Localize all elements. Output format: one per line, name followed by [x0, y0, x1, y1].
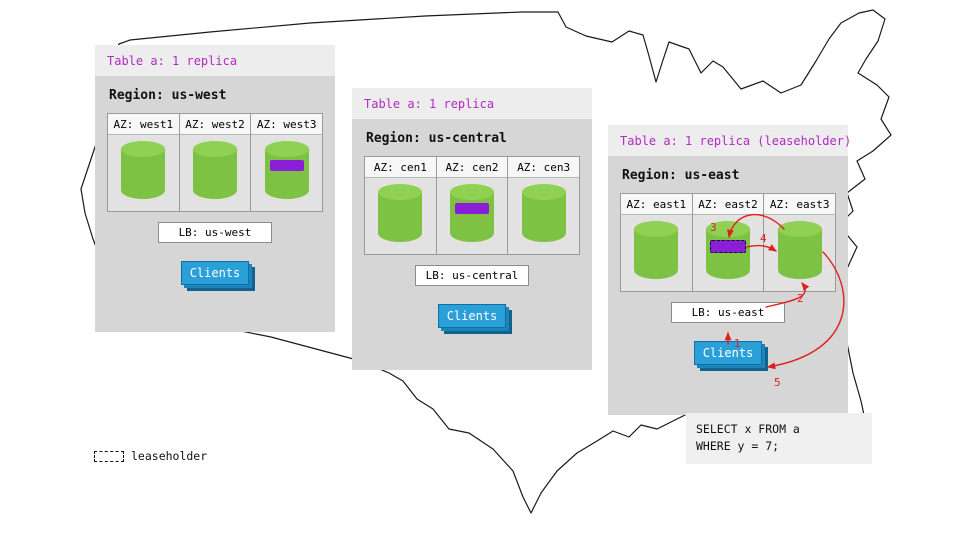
database-cylinder: [521, 184, 566, 242]
az-column: AZ: west3: [250, 114, 323, 211]
database-cylinder: [450, 184, 494, 242]
cylinder-area: [764, 215, 836, 291]
az-column: AZ: east1: [621, 194, 692, 291]
table-replica-label: Table a: 1 replica: [95, 45, 335, 76]
az-label: AZ: west2: [179, 114, 251, 135]
cylinder-area: [251, 135, 323, 211]
clients-button: Clients: [438, 304, 506, 328]
cylinder-area: [692, 215, 764, 291]
database-cylinder: [121, 141, 166, 199]
region-panel-body: Region: us-west AZ: west1 AZ: west2 AZ: …: [95, 88, 335, 285]
az-column: AZ: east3: [763, 194, 836, 291]
legend-leaseholder: leaseholder: [94, 449, 207, 463]
az-label: AZ: cen1: [365, 157, 436, 178]
az-row: AZ: cen1 AZ: cen2 AZ: cen3: [364, 156, 580, 255]
load-balancer-box: LB: us-west: [158, 222, 272, 243]
table-replica-label: Table a: 1 replica (leaseholder): [608, 125, 851, 156]
region-title: Region: us-east: [622, 168, 740, 183]
cylinder-area: [508, 178, 580, 254]
az-label: AZ: cen2: [436, 157, 508, 178]
leaseholder-band: [710, 240, 746, 253]
region-title: Region: us-central: [366, 131, 507, 146]
region-panel-body: Region: us-east AZ: east1 AZ: east2 AZ: …: [608, 168, 848, 365]
region-panel-us-east: Table a: 1 replica (leaseholder) Region:…: [608, 125, 851, 415]
database-cylinder: [706, 221, 750, 279]
az-row: AZ: east1 AZ: east2 AZ: east3: [620, 193, 836, 292]
cylinder-area: [436, 178, 508, 254]
az-column: AZ: west2: [178, 114, 251, 211]
cylinder-area: [621, 215, 692, 291]
sql-line-2: WHERE y = 7;: [696, 439, 780, 454]
az-column: AZ: west1: [108, 114, 179, 211]
legend-label: leaseholder: [131, 449, 208, 463]
cylinder-area: [365, 178, 436, 254]
az-column: AZ: cen2: [435, 157, 508, 254]
table-replica-label: Table a: 1 replica: [352, 88, 592, 119]
az-column: AZ: cen1: [365, 157, 436, 254]
az-label: AZ: east2: [692, 194, 764, 215]
database-cylinder: [634, 221, 679, 279]
database-cylinder: [193, 141, 237, 199]
load-balancer-box: LB: us-central: [415, 265, 529, 286]
az-column: AZ: cen3: [507, 157, 580, 254]
az-label: AZ: cen3: [508, 157, 580, 178]
az-label: AZ: west1: [108, 114, 179, 135]
az-label: AZ: east1: [621, 194, 692, 215]
cylinder-area: [179, 135, 251, 211]
sql-line-1: SELECT x FROM a: [696, 422, 800, 436]
region-title: Region: us-west: [109, 88, 227, 103]
cylinder-area: [108, 135, 179, 211]
replica-band: [269, 160, 304, 171]
az-column: AZ: east2: [691, 194, 764, 291]
region-panel-us-west: Table a: 1 replica Region: us-west AZ: w…: [95, 45, 335, 332]
az-label: AZ: west3: [251, 114, 323, 135]
region-panel-body: Region: us-central AZ: cen1 AZ: cen2 AZ:…: [352, 131, 592, 328]
leaseholder-swatch-icon: [94, 450, 124, 462]
az-label: AZ: east3: [764, 194, 836, 215]
clients-button: Clients: [694, 341, 762, 365]
database-cylinder: [378, 184, 423, 242]
region-panel-us-central: Table a: 1 replica Region: us-central AZ…: [352, 88, 592, 370]
replica-band: [455, 203, 489, 214]
database-cylinder: [264, 141, 309, 199]
clients-button: Clients: [181, 261, 249, 285]
load-balancer-box: LB: us-east: [671, 302, 785, 323]
sql-query-box: SELECT x FROM a WHERE y = 7;: [686, 413, 872, 464]
database-cylinder: [777, 221, 822, 279]
az-row: AZ: west1 AZ: west2 AZ: west3: [107, 113, 323, 212]
